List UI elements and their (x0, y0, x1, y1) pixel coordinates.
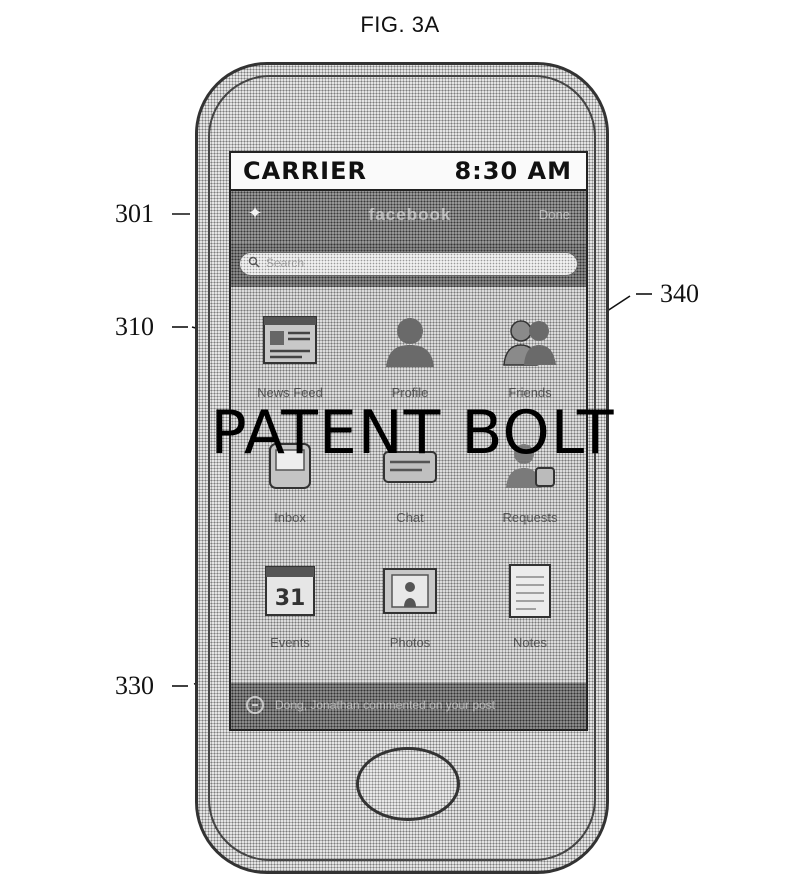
app-label: Photos (389, 635, 431, 650)
home-button[interactable] (356, 747, 460, 821)
notification-icon (246, 696, 264, 714)
search-input[interactable]: Search (239, 252, 578, 276)
menu-icon[interactable]: ✦ (247, 203, 263, 223)
app-label: Chat (396, 510, 424, 525)
search-placeholder: Search (266, 256, 305, 270)
app-title: facebook (368, 205, 452, 224)
clock: 8:30 AM (454, 157, 572, 185)
photos-icon (383, 568, 437, 614)
app-chat[interactable]: Chat (355, 430, 465, 540)
app-profile[interactable]: Profile (355, 305, 465, 415)
app-label: Notes (513, 635, 547, 650)
notification-text: Dong, Jonathan commented on your post (275, 698, 496, 712)
search-bar: Search (231, 243, 586, 287)
reference-301: 301 (115, 199, 154, 228)
app-news-feed[interactable]: News Feed (235, 305, 345, 415)
notes-icon (509, 564, 551, 618)
reference-330: 330 (115, 671, 154, 700)
notification-bar[interactable]: Dong, Jonathan commented on your post (231, 683, 586, 729)
app-grid: News Feed Profile Friends Inbox (231, 287, 586, 690)
app-label: Profile (391, 385, 429, 400)
app-label: Friends (508, 385, 552, 400)
reference-310: 310 (115, 312, 154, 341)
app-inbox[interactable]: Inbox (235, 430, 345, 540)
figure-title: FIG. 3A (360, 12, 440, 37)
requests-icon (506, 444, 555, 488)
phone-screen: CARRIER 8:30 AM ✦ facebook Done Search N… (229, 151, 588, 731)
news-feed-icon (263, 316, 317, 364)
app-events[interactable]: 31 Events (235, 555, 345, 665)
app-label: Inbox (274, 510, 306, 525)
events-date-number: 31 (275, 586, 306, 611)
app-friends[interactable]: Friends (475, 305, 585, 415)
events-icon: 31 (265, 566, 315, 616)
app-label: Requests (502, 510, 558, 525)
status-bar: CARRIER 8:30 AM (231, 153, 586, 191)
app-notes[interactable]: Notes (475, 555, 585, 665)
app-requests[interactable]: Requests (475, 430, 585, 540)
app-photos[interactable]: Photos (355, 555, 465, 665)
search-icon (248, 256, 260, 268)
navigation-bar: ✦ facebook Done (231, 191, 586, 243)
app-label: Events (270, 635, 310, 650)
inbox-icon (269, 443, 311, 489)
chat-icon (383, 451, 437, 483)
nav-right-button[interactable]: Done (538, 207, 570, 222)
friends-icon (503, 320, 556, 366)
carrier-label: CARRIER (243, 157, 367, 185)
phone-bezel (208, 75, 596, 861)
reference-340: 340 (660, 279, 699, 308)
profile-icon (386, 318, 434, 367)
watermark-text: PATENT BOLT (210, 398, 615, 468)
app-label: News Feed (257, 385, 323, 400)
